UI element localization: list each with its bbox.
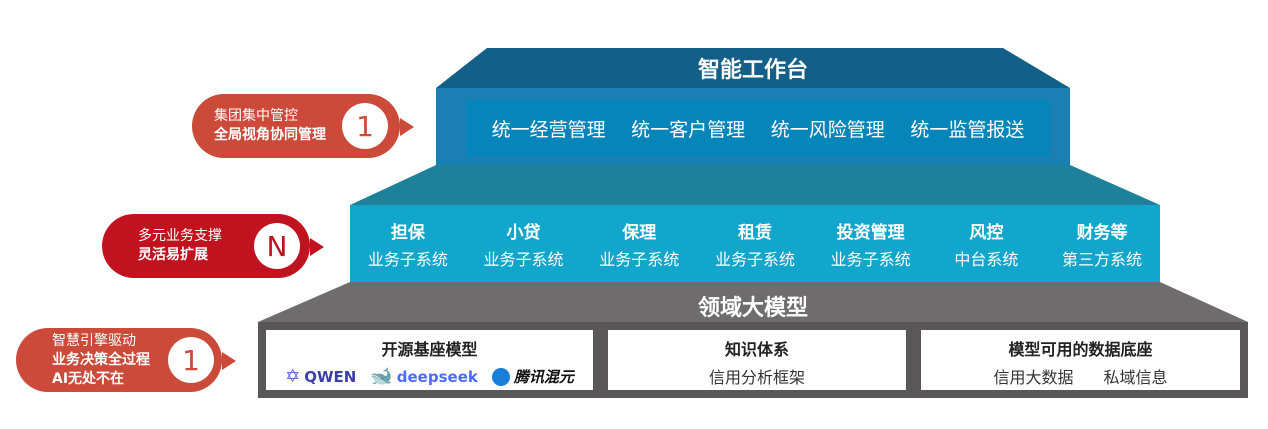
data-foundation-box: 模型可用的数据底座 信用大数据 私域信息 [921, 330, 1240, 390]
item-title: 风控 [969, 223, 1004, 243]
callout-multi-business: 多元业务支撑灵活易扩展 N [102, 214, 324, 278]
item-subtitle: 业务子系统 [483, 250, 564, 269]
middle-item: 投资管理业务子系统 [816, 218, 926, 270]
callout-line: AI无处不在 [52, 370, 125, 387]
middle-item: 担保业务子系统 [353, 218, 463, 270]
top-item: 统一客户管理 [631, 119, 746, 141]
callout-badge: 1 [342, 103, 388, 149]
item-title: 财务等 [1076, 223, 1128, 243]
qwen-icon: ✡ [285, 366, 301, 387]
callout-line: 智慧引擎驱动 [52, 332, 136, 349]
knowledge-box: 知识体系 信用分析框架 [608, 330, 906, 390]
callout-pointer [222, 352, 236, 370]
top-item: 统一监管报送 [910, 119, 1025, 141]
item-subtitle: 业务子系统 [714, 250, 795, 269]
subtitle-part: 私域信息 [1103, 368, 1168, 387]
top-slope [436, 48, 1070, 88]
model-logos: ✡QWEN 🐋deepseek 腾讯混元 [266, 366, 593, 387]
top-tier-title: 智能工作台 [697, 58, 808, 83]
callout-line: 集团集中管控 [214, 108, 298, 124]
callout-line: 全局视角协同管理 [214, 127, 326, 143]
hunyuan-icon [491, 367, 510, 386]
callout-smart-engine: 智慧引擎驱动业务决策全过程 AI无处不在 1 [16, 328, 236, 392]
hunyuan-logo: 腾讯混元 [491, 366, 574, 387]
box-title: 模型可用的数据底座 [1008, 340, 1153, 359]
middle-item: 风控中台系统 [931, 218, 1041, 270]
qwen-label: QWEN [304, 367, 357, 386]
callout-pointer [400, 118, 414, 136]
callout-badge: N [254, 223, 300, 269]
middle-item: 保理业务子系统 [584, 218, 694, 270]
callout-badge: 1 [168, 337, 214, 383]
item-title: 租赁 [737, 223, 772, 243]
middle-item: 财务等第三方系统 [1047, 218, 1157, 270]
item-title: 担保 [390, 223, 425, 243]
hunyuan-label: 腾讯混元 [513, 368, 574, 386]
callout-line: 业务决策全过程 [52, 351, 150, 368]
callout-line: 灵活易扩展 [138, 247, 208, 263]
callout-line: 多元业务支撑 [138, 228, 222, 244]
top-item: 统一经营管理 [491, 119, 606, 141]
box-subtitle: 信用分析框架 [708, 368, 805, 387]
box-title: 开源基座模型 [381, 340, 478, 359]
item-subtitle: 业务子系统 [830, 250, 911, 269]
middle-item: 租赁业务子系统 [700, 218, 810, 270]
bottom-slope [258, 282, 1248, 322]
subtitle-part: 信用大数据 [993, 368, 1074, 387]
item-subtitle: 业务子系统 [599, 250, 680, 269]
item-subtitle: 业务子系统 [367, 250, 448, 269]
top-item: 统一风险管理 [770, 119, 885, 141]
item-title: 保理 [622, 223, 657, 243]
deepseek-logo: 🐋deepseek [370, 366, 478, 387]
callout-pointer [310, 238, 324, 256]
whale-icon: 🐋 [370, 366, 393, 387]
item-subtitle: 中台系统 [954, 250, 1019, 269]
callout-group-control: 集团集中管控全局视角协同管理 1 [192, 94, 414, 158]
box-subtitle: 信用大数据 私域信息 [921, 364, 1240, 388]
middle-item: 小贷业务子系统 [469, 218, 579, 270]
bottom-tier-title: 领域大模型 [697, 296, 808, 321]
qwen-logo: ✡QWEN [285, 366, 356, 387]
item-subtitle: 第三方系统 [1062, 250, 1143, 269]
box-title: 知识体系 [724, 340, 789, 359]
middle-slope [350, 165, 1160, 205]
middle-tier-items: 担保业务子系统 小贷业务子系统 保理业务子系统 租赁业务子系统 投资管理业务子系… [350, 218, 1160, 270]
base-model-box: 开源基座模型 ✡QWEN 🐋deepseek 腾讯混元 [266, 330, 593, 390]
top-tier-items: 统一经营管理 统一客户管理 统一风险管理 统一监管报送 [466, 100, 1050, 157]
item-title: 投资管理 [836, 223, 905, 243]
middle-face [350, 205, 1160, 282]
item-title: 小贷 [506, 223, 541, 243]
deepseek-label: deepseek [396, 367, 478, 386]
